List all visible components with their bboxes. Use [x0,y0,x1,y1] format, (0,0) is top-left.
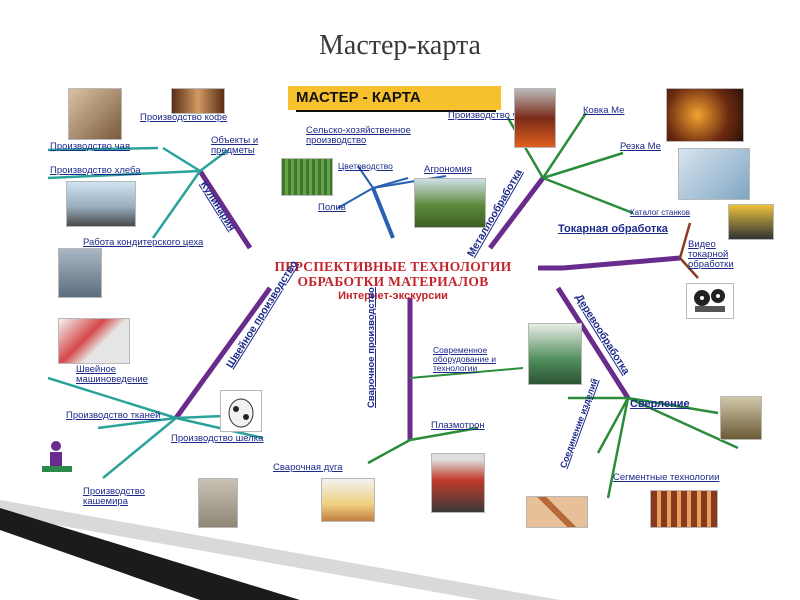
branch-drilling[interactable]: Сверление [630,398,690,410]
leaf-agronomy[interactable]: Агрономия [424,165,472,175]
leaf-confectionery[interactable]: Работа кондитерского цеха [83,238,213,248]
leaf-floriculture[interactable]: Цветоводство [338,161,393,171]
leaf-sewing-machines[interactable]: Швейное машиноведение [76,365,176,385]
silk-photo [220,390,262,432]
leaf-coffee[interactable]: Производство кофе [140,113,227,123]
branch-turning[interactable]: Токарная обработка [558,223,668,235]
leaf-fabrics[interactable]: Производство тканей [66,411,161,421]
leaf-agricultural[interactable]: Сельско-хозяйственное производство [306,126,441,146]
film-reel-icon [686,283,734,319]
coffee-photo [171,88,225,114]
master-map-banner: МАСТЕР - КАРТА [288,86,501,110]
forging-photo [666,88,744,142]
weaver-icon [38,438,78,482]
tractor-photo [414,178,486,228]
leaf-modern-equipment[interactable]: Современное оборудование и технологии [433,346,523,373]
bread-truck-photo [66,181,136,227]
leaf-segment-tech[interactable]: Сегментные технологии [613,473,719,483]
leaf-watering[interactable]: Полив [318,203,346,213]
drilling-photo [720,396,762,440]
leaf-plasmatron[interactable]: Плазмотрон [431,421,485,431]
central-subtitle: Интернет-экскурсии [238,290,548,302]
modern-equipment-photo [528,323,582,385]
tea-photo [68,88,122,140]
blast-furnace-photo [514,88,556,148]
leaf-lathe-video[interactable]: Видео токарной обработки [688,240,753,270]
cutting-photo [678,148,750,200]
field-photo [281,158,333,196]
leaf-objects[interactable]: Объекты и предметы [211,136,281,156]
leaf-machine-catalog[interactable]: Каталог станков [630,208,690,218]
bakery-photo [58,248,102,298]
leaf-cutting[interactable]: Резка Ме [620,142,661,152]
leaf-bread[interactable]: Производство хлеба [50,166,141,176]
slide-corner-decoration [0,490,800,600]
master-map: МАСТЕР - КАРТА ПЕРСПЕКТИВНЫЕ ТЕХНОЛОГИИ … [38,78,780,528]
slide-title: Мастер-карта [0,30,800,62]
branch-welding[interactable]: Сварочное производство [366,287,377,408]
leaf-silk[interactable]: Производство шелка [171,434,263,444]
leaf-forging[interactable]: Ковка Ме [583,106,624,116]
machine-photo [728,204,774,240]
leaf-welding-arc[interactable]: Сварочная дуга [273,463,343,473]
sewing-machine-photo [58,318,130,364]
leaf-tea[interactable]: Производство чая [50,142,130,152]
